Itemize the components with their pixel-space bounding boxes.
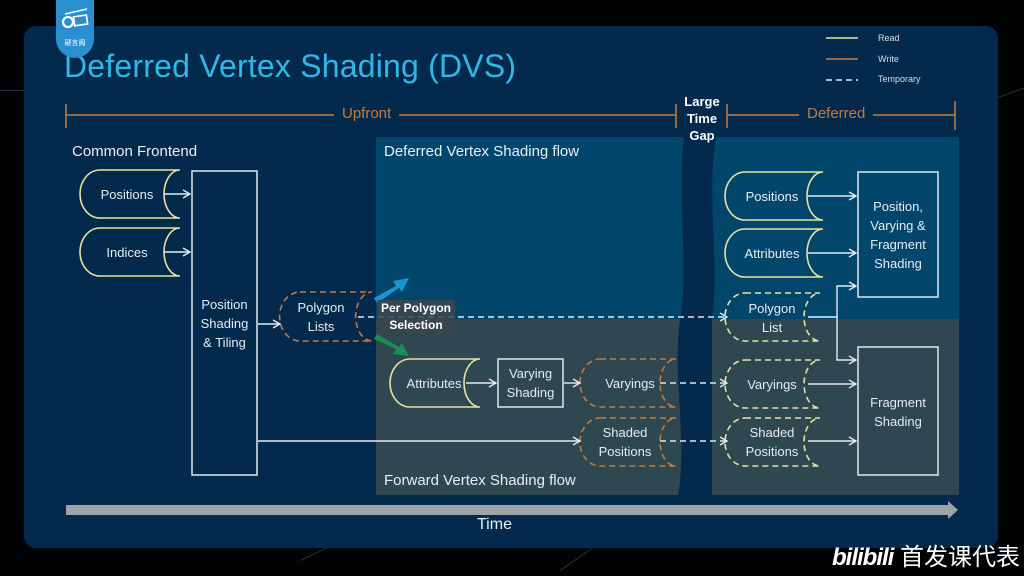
def-shaded-line-2: Positions bbox=[745, 444, 799, 459]
fragment-line-2: Shading bbox=[874, 414, 922, 429]
fwd-attributes-shape bbox=[389, 358, 481, 408]
deferred-flow-title: Deferred Vertex Shading flow bbox=[384, 143, 580, 160]
def-positions-label: Positions bbox=[745, 189, 799, 204]
def-polygon-list-label: Polygon List bbox=[734, 299, 810, 337]
gap-line-2: Time bbox=[686, 111, 718, 126]
pvf-line-2: Varying & bbox=[870, 218, 926, 233]
fwd-varyings-shape bbox=[579, 358, 677, 408]
watermark-text: 首发课代表 bbox=[900, 544, 1020, 571]
selection-line-1: Per Polygon bbox=[381, 301, 452, 315]
def-positions-shape bbox=[724, 171, 824, 221]
def-varyings-label: Varyings bbox=[747, 377, 797, 392]
pst-line-2: Shading bbox=[200, 316, 249, 331]
region-common-frontend bbox=[66, 137, 376, 495]
time-axis-arrow bbox=[66, 501, 958, 519]
arrow-polygon-list-to-pvf bbox=[808, 281, 858, 318]
pvf-line-3: Fragment bbox=[870, 237, 926, 252]
forward-flow-title: Forward Vertex Shading flow bbox=[384, 472, 576, 489]
slide-title: Deferred Vertex Shading (DVS) bbox=[64, 48, 517, 84]
gap-line-1: Large bbox=[684, 94, 720, 109]
def-shaded-line-1: Shaded bbox=[749, 425, 795, 440]
arrow-polygon-list-to-fragment bbox=[836, 317, 858, 365]
pvf-line-1: Position, bbox=[873, 199, 923, 214]
def-attributes-shape bbox=[724, 228, 824, 278]
varying-shading-line-1: Varying bbox=[508, 366, 553, 381]
per-polygon-selection-label: Per Polygon Selection bbox=[377, 300, 456, 334]
polygon-lists-label: Polygon Lists bbox=[285, 298, 357, 336]
def-attributes-label: Attributes bbox=[744, 246, 800, 261]
fwd-varyings-label: Varyings bbox=[605, 376, 655, 391]
cf-positions-label: Positions bbox=[100, 187, 154, 202]
legend-temporary-label: Temporary bbox=[878, 74, 921, 84]
def-shaded-positions-label: Shaded Positions bbox=[734, 423, 810, 461]
cf-positions-shape bbox=[79, 169, 181, 219]
fwd-shaded-line-2: Positions bbox=[598, 444, 652, 459]
pst-line-1: Position bbox=[201, 297, 248, 312]
varying-shading-box bbox=[497, 358, 564, 408]
fwd-shaded-positions-label: Shaded Positions bbox=[587, 423, 663, 461]
pvf-shading-label: Position, Varying & Fragment Shading bbox=[858, 197, 938, 273]
varying-shading-label: Varying Shading bbox=[498, 364, 563, 402]
common-frontend-title: Common Frontend bbox=[72, 143, 198, 160]
position-shading-tiling-box bbox=[191, 170, 258, 476]
def-polygon-list-line-2: List bbox=[761, 320, 783, 335]
pst-line-3: & Tiling bbox=[203, 335, 246, 350]
deferred-selection-arrow bbox=[374, 278, 409, 303]
legend-write-label: Write bbox=[878, 54, 899, 64]
fragment-line-1: Fragment bbox=[870, 395, 926, 410]
def-varyings-shape bbox=[724, 359, 821, 409]
bilibili-logo: bilibili bbox=[832, 544, 894, 571]
polygon-lists-line-1: Polygon bbox=[297, 300, 345, 315]
legend-read-label: Read bbox=[878, 33, 900, 43]
gap-line-3: Gap bbox=[689, 128, 715, 143]
cf-indices-shape bbox=[79, 227, 181, 277]
time-axis-label: Time bbox=[477, 516, 512, 533]
background-line bbox=[0, 90, 30, 91]
def-polygon-list-line-1: Polygon bbox=[748, 301, 796, 316]
fwd-attributes-label: Attributes bbox=[406, 376, 462, 391]
fwd-shaded-positions-shape bbox=[579, 417, 677, 467]
logo-text: 硬言阁 bbox=[64, 40, 86, 47]
fragment-shading-label: Fragment Shading bbox=[858, 393, 938, 431]
fwd-shaded-line-1: Shaded bbox=[602, 425, 648, 440]
deferred-label: Deferred bbox=[799, 105, 874, 122]
camera-gear-icon bbox=[61, 8, 89, 29]
region-deferred-flow-right bbox=[712, 137, 959, 319]
upfront-label: Upfront bbox=[334, 105, 400, 122]
pvf-line-4: Shading bbox=[874, 256, 922, 271]
fragment-shading-box bbox=[857, 346, 939, 476]
cf-indices-label: Indices bbox=[106, 245, 148, 260]
varying-shading-line-2: Shading bbox=[506, 385, 555, 400]
region-deferred-flow-left bbox=[376, 137, 686, 319]
selection-line-2: Selection bbox=[389, 318, 443, 332]
def-polygon-list-shape bbox=[724, 292, 821, 342]
time-gap-band bbox=[677, 137, 716, 495]
watermark: bilibili 首发课代表 bbox=[832, 537, 1020, 572]
polygon-lists-line-2: Lists bbox=[307, 319, 335, 334]
forward-selection-arrow bbox=[374, 334, 409, 356]
large-time-gap-label: Large Time Gap bbox=[680, 93, 724, 144]
pvf-shading-box bbox=[857, 171, 939, 298]
def-shaded-positions-shape bbox=[724, 417, 821, 467]
channel-logo: 硬言阁 bbox=[56, 0, 94, 58]
pst-label: Position Shading & Tiling bbox=[192, 295, 257, 352]
